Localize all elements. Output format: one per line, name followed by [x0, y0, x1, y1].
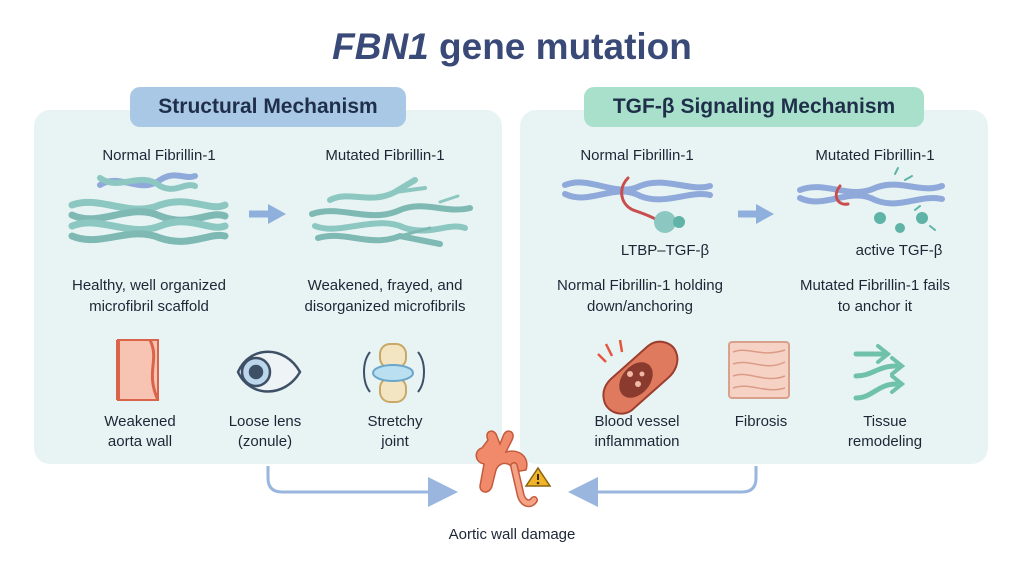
- vessel-inflammation-icon: [597, 339, 679, 415]
- normal-fibrillin-label: Normal Fibrillin-1: [580, 147, 694, 164]
- healthy-scaffold-desc: Healthy, well organized microfibril scaf…: [72, 277, 226, 315]
- eye-icon: [236, 350, 302, 393]
- structural-panel: [34, 110, 502, 464]
- effect-stretchy-joint: Stretchy joint: [367, 413, 423, 450]
- anchored-fibril-icon: [562, 176, 713, 233]
- left-flow-arrow: [266, 466, 458, 507]
- signaling-header: TGF-β Signaling Mechanism: [584, 87, 924, 127]
- frayed-fibril-icon: [309, 177, 473, 247]
- frayed-microfibril-desc: Weakened, frayed, and disorganized micro…: [304, 277, 466, 315]
- heart-aorta-warning-icon: [475, 430, 552, 508]
- arrow-icon: [249, 204, 286, 224]
- effect-vessel-inflammation: Blood vessel inflammation: [594, 413, 680, 450]
- arrow-icon: [738, 204, 774, 224]
- ltbp-tgf-label: LTBP–TGF-β: [620, 242, 710, 259]
- effect-fibrosis: Fibrosis: [734, 413, 788, 430]
- mutated-fibrillin-label: Mutated Fibrillin-1: [815, 147, 935, 164]
- normal-fibrillin-label: Normal Fibrillin-1: [102, 147, 216, 164]
- outcome-label: Aortic wall damage: [448, 526, 576, 543]
- mutated-fibrillin-label: Mutated Fibrillin-1: [325, 147, 445, 164]
- normal-fibril-icon: [68, 172, 229, 245]
- effect-tissue-remodeling: Tissue remodeling: [847, 413, 923, 450]
- page-title: FBN1 gene mutation: [332, 26, 692, 67]
- anchoring-desc: Normal Fibrillin-1 holding down/anchorin…: [557, 277, 723, 315]
- remodeling-icon: [853, 344, 906, 401]
- right-flow-arrow: [568, 466, 758, 507]
- released-tgf-icon: [797, 167, 945, 233]
- aorta-wall-icon: [116, 339, 160, 401]
- active-tgf-label: active TGF-β: [855, 242, 943, 259]
- effect-aorta-wall: Weakened aorta wall: [104, 413, 176, 450]
- structural-header: Structural Mechanism: [130, 87, 406, 127]
- signaling-panel: [520, 110, 988, 464]
- fibrosis-icon: [728, 341, 790, 399]
- joint-icon: [363, 343, 425, 403]
- fails-anchor-desc: Mutated Fibrillin-1 fails to anchor it: [799, 277, 951, 315]
- effect-loose-lens: Loose lens (zonule): [228, 413, 302, 450]
